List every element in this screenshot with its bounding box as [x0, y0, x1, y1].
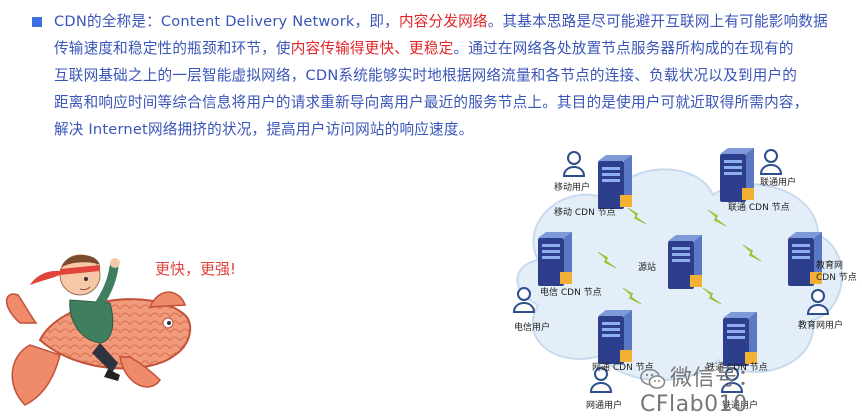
edu-label-2: CDN 节点: [816, 272, 857, 283]
wechat-watermark: 微信号：CFlab010: [640, 360, 862, 417]
netcom-user-label: 网通用户: [586, 399, 622, 411]
telecom-user-label: 电信用户: [514, 321, 550, 333]
telecom-cdn-label: 电信 CDN 节点: [540, 286, 602, 298]
netcom-cdn-server-icon: [598, 310, 632, 364]
mobile-user-icon: [563, 151, 585, 177]
netcom-cdn-label: 网通 CDN 节点: [592, 362, 654, 373]
edu-user-label: 教育网用户: [798, 319, 843, 331]
intro-line-3: 互联网基础之上的一层智能虚拟网络，CDN系统能够实时地根据网络流量和各节点的连接…: [54, 67, 798, 84]
origin-label: 源站: [638, 261, 656, 273]
intro-text: 。通过在网络各处放置节点服务器所构成的在现有的: [453, 40, 794, 57]
intro-line-2: 传输速度和稳定性的瓶颈和环节，使内容传输得更快、更稳定。通过在网络各处放置节点服…: [36, 35, 856, 62]
intro-text: 传输速度和稳定性的瓶颈和环节，使: [54, 40, 291, 57]
railway-cdn-server-icon: [723, 312, 757, 366]
intro-line-1: CDN的全称是：Content Delivery Network，即，内容分发网…: [36, 8, 856, 35]
wechat-icon: [640, 368, 666, 389]
mobile-cdn-label: 移动 CDN 节点: [554, 206, 616, 218]
intro-paragraph: CDN的全称是：Content Delivery Network，即，内容分发网…: [32, 8, 856, 143]
cdn-network-diagram: 移动用户 移动 CDN 节点 联通用户 联通 CDN 节点 电信 CDN 节点 …: [513, 148, 857, 411]
telecom-cdn-server-icon: [538, 232, 572, 286]
highlight-cdn-name: 内容分发网络: [398, 13, 488, 30]
intro-text: CDN的全称是：Content Delivery Network，即，: [54, 13, 399, 30]
slogan-text: 更快，更强!: [155, 260, 237, 278]
unicom-user-label: 联通用户: [760, 176, 796, 188]
boy-on-fish-illustration: [5, 254, 192, 406]
highlight-faster-stable: 内容传输得更快、更稳定: [290, 40, 454, 57]
railway-cdn-label: 铁通 CDN 节点: [706, 361, 768, 373]
bullet-square-icon: [32, 17, 42, 27]
intro-text: 。其基本思路是尽可能避开互联网上有可能影响数据: [487, 13, 828, 30]
intro-line-5: 解决 Internet网络拥挤的状况，提高用户访问网站的响应速度。: [54, 121, 474, 138]
unicom-cdn-server-icon: [720, 148, 754, 202]
edu-label-1: 教育网: [816, 259, 843, 271]
railway-user-label: 铁通用户: [722, 399, 758, 411]
mobile-user-label: 移动用户: [554, 181, 590, 193]
intro-line-4: 距离和响应时间等综合信息将用户的请求重新导向离用户最近的服务节点上。其目的是使用…: [54, 94, 809, 111]
origin-server-icon: [668, 235, 702, 289]
mobile-cdn-server-icon: [598, 155, 632, 209]
unicom-user-icon: [760, 149, 782, 175]
unicom-cdn-label: 联通 CDN 节点: [728, 202, 790, 213]
